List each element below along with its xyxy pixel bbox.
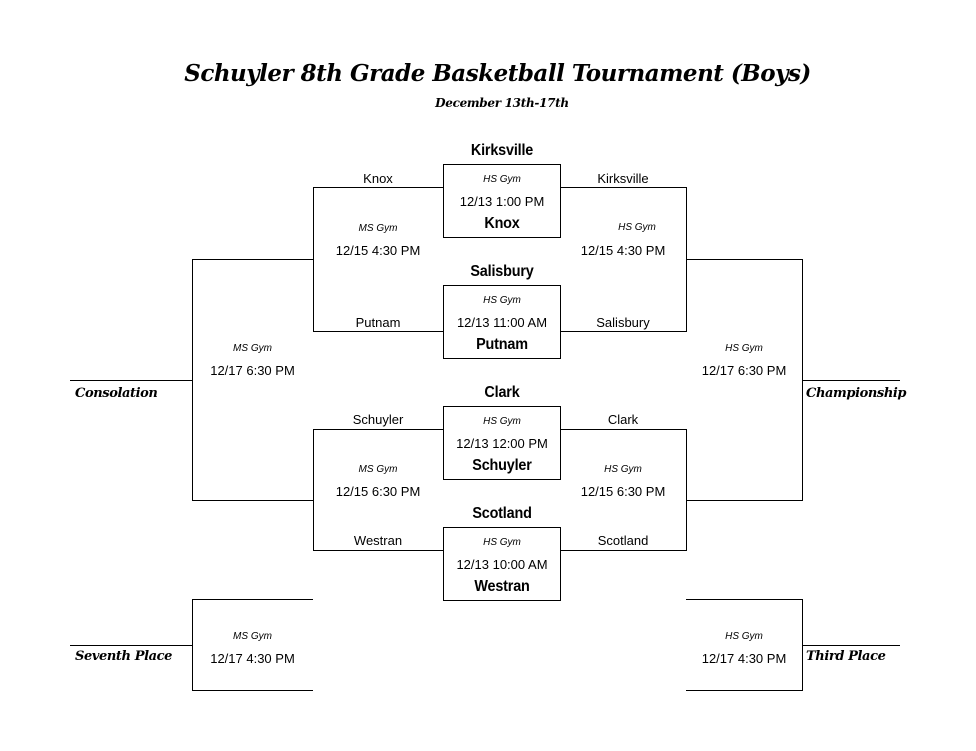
third-place-time: 12/17 4:30 PM: [701, 651, 787, 666]
page-subtitle: December 13th-17th: [435, 96, 569, 110]
first-round-3-top-team: Clark: [484, 384, 520, 401]
winners-1-bottom-team: Salisbury: [596, 315, 650, 330]
winners-2-top-team: Clark: [607, 412, 639, 427]
seventh-place-time: 12/17 4:30 PM: [210, 651, 295, 666]
bracket-line: [313, 429, 443, 430]
losers-1-gym: MS Gym: [358, 223, 398, 234]
gym-label: HS Gym: [483, 416, 521, 427]
losers-2-top-team: Schuyler: [352, 412, 404, 427]
bracket-line: [70, 380, 192, 381]
winners-1-top-team: Kirksville: [597, 171, 649, 186]
bracket-line: [802, 380, 900, 381]
championship-gym: HS Gym: [725, 343, 763, 354]
bracket-line: [560, 187, 686, 188]
bracket-line: [313, 187, 443, 188]
bracket-line: [560, 331, 686, 332]
first-round-game-2: HS Gym 12/13 11:00 AM Putnam: [443, 285, 561, 359]
bracket-line: [686, 690, 802, 691]
page-title: Schuyler 8th Grade Basketball Tournament…: [184, 60, 811, 87]
bracket-line: [686, 259, 802, 260]
bracket-line: [686, 429, 687, 551]
bracket-line: [313, 331, 443, 332]
consolation-time: 12/17 6:30 PM: [210, 363, 295, 378]
gym-label: HS Gym: [483, 295, 521, 306]
first-round-2-bottom-team: Putnam: [476, 336, 528, 353]
gym-label: HS Gym: [483, 174, 521, 185]
bracket-line: [70, 645, 192, 646]
seventh-place-gym: MS Gym: [233, 631, 272, 642]
first-round-3-bottom-team: Schuyler: [472, 457, 532, 474]
winners-2-bottom-team: Scotland: [597, 533, 649, 548]
losers-2-gym: MS Gym: [358, 464, 398, 475]
first-round-2-top-team: Salisbury: [470, 263, 534, 280]
first-round-4-bottom-team: Westran: [474, 578, 530, 595]
losers-2-time: 12/15 6:30 PM: [335, 484, 421, 499]
winners-2-gym: HS Gym: [604, 464, 642, 475]
seventh-place-label: Seventh Place: [75, 649, 173, 664]
first-round-game-3: HS Gym 12/13 12:00 PM Schuyler: [443, 406, 561, 480]
bracket-line: [560, 429, 686, 430]
first-round-game-4: HS Gym 12/13 10:00 AM Westran: [443, 527, 561, 601]
bracket-line: [192, 690, 313, 691]
consolation-label: Consolation: [75, 386, 158, 401]
losers-1-top-team: Knox: [363, 171, 393, 186]
third-place-label: Third Place: [806, 649, 886, 664]
winners-1-gym: HS Gym: [618, 222, 656, 233]
bracket-line: [686, 500, 802, 501]
bracket-line: [192, 259, 193, 501]
first-round-1-bottom-team: Knox: [484, 215, 520, 232]
championship-time: 12/17 6:30 PM: [701, 363, 787, 378]
gym-label: HS Gym: [483, 537, 521, 548]
bracket-line: [802, 645, 900, 646]
game-time: 12/13 12:00 PM: [456, 436, 548, 451]
game-time: 12/13 11:00 AM: [456, 315, 548, 330]
losers-2-bottom-team: Westran: [353, 533, 403, 548]
consolation-gym: MS Gym: [233, 343, 272, 354]
bracket-line: [686, 599, 802, 600]
bracket-line: [313, 187, 314, 332]
winners-2-time: 12/15 6:30 PM: [580, 484, 666, 499]
first-round-game-1: HS Gym 12/13 1:00 PM Knox: [443, 164, 561, 238]
losers-1-bottom-team: Putnam: [355, 315, 401, 330]
bracket-line: [560, 550, 686, 551]
bracket-line: [192, 500, 313, 501]
losers-1-time: 12/15 4:30 PM: [335, 243, 421, 258]
championship-label: Championship: [806, 386, 907, 401]
bracket-line: [192, 599, 193, 691]
third-place-gym: HS Gym: [725, 631, 763, 642]
game-time: 12/13 1:00 PM: [459, 194, 545, 209]
first-round-4-top-team: Scotland: [472, 505, 532, 522]
game-time: 12/13 10:00 AM: [456, 557, 548, 572]
bracket-line: [192, 599, 313, 600]
bracket-line: [313, 550, 443, 551]
bracket-line: [313, 429, 314, 551]
winners-1-time: 12/15 4:30 PM: [580, 243, 666, 258]
bracket-line: [192, 259, 313, 260]
first-round-1-top-team: Kirksville: [470, 142, 534, 159]
